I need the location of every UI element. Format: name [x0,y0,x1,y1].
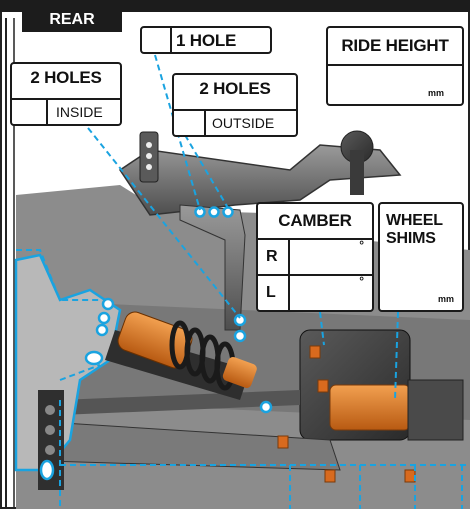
one-hole-title: 1 HOLE [176,31,237,50]
wheel-shims-box: WHEEL SHIMS mm [378,202,464,312]
ride-height-title: RIDE HEIGHT [341,36,449,55]
two-holes-inside-box: 2 HOLES INSIDE [10,62,122,126]
ride-height-input[interactable] [328,66,462,104]
axle-hub-orange [329,384,411,431]
wheel-hex [407,379,464,441]
camber-row-l: L [266,284,276,301]
rear-label: REAR [22,8,122,32]
wheel-shims-title-1: WHEEL [386,212,443,229]
callout-holes [39,206,273,481]
camber-box: CAMBER R L ° ° [256,202,374,312]
wheel-shims-title-2: SHIMS [386,230,436,247]
camber-r-degree: ° [359,238,364,252]
shock-absorber [105,311,257,400]
camber-title: CAMBER [278,211,352,230]
camber-link [179,204,246,331]
two-holes-inside-title: 2 HOLES [30,68,102,87]
two-holes-inside-position: INSIDE [56,104,103,120]
two-holes-outside-input[interactable] [174,111,206,135]
callout-lines [16,54,470,509]
two-holes-outside-title: 2 HOLES [199,79,271,98]
wheel-shims-unit: mm [437,294,454,304]
two-holes-outside-position: OUTSIDE [212,115,275,131]
camber-l-degree: ° [359,274,364,288]
camber-row-r: R [266,248,278,265]
ride-height-unit: mm [427,88,444,98]
two-holes-outside-box: 2 HOLES OUTSIDE [172,73,298,137]
ride-height-box: RIDE HEIGHT mm [326,26,464,106]
one-hole-box: 1 HOLE [140,26,272,54]
one-hole-input[interactable] [142,28,172,52]
body-post [350,150,364,195]
two-holes-inside-input[interactable] [12,100,48,124]
